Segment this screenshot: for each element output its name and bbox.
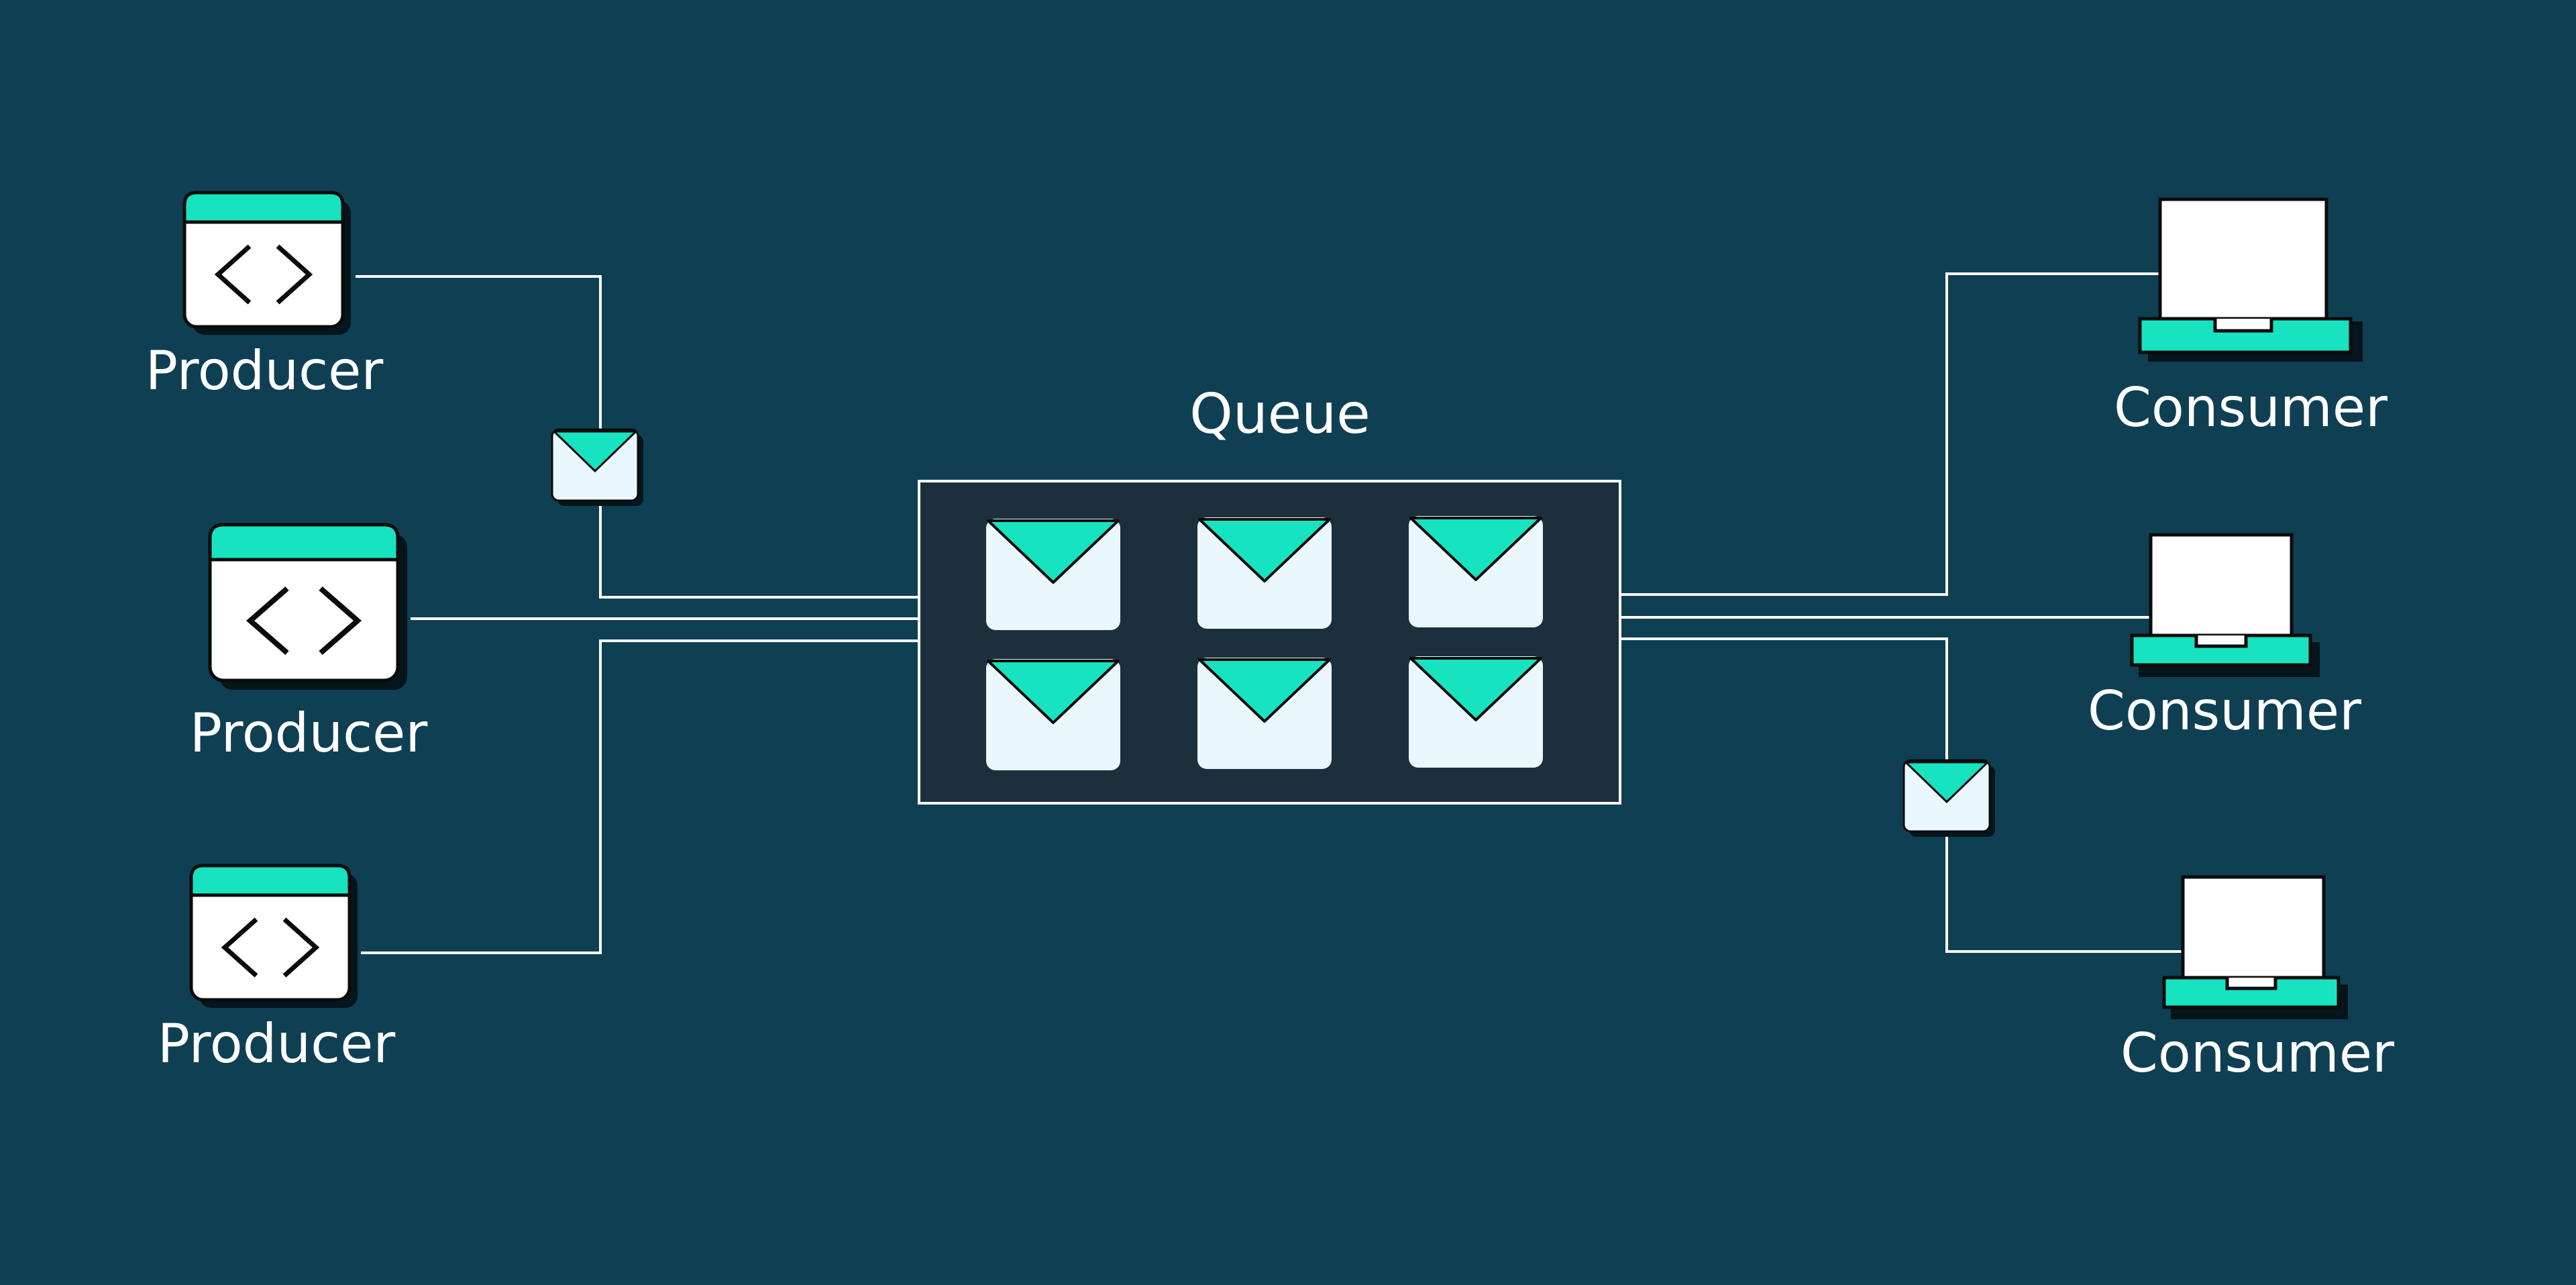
producer-2: Producer xyxy=(190,523,428,764)
connector-producer-3-to-queue xyxy=(361,639,919,954)
consumer-3: Consumer xyxy=(2121,875,2394,1084)
queued-message xyxy=(1197,658,1332,769)
queued-message xyxy=(1409,656,1543,768)
queued-message xyxy=(986,519,1120,630)
queue-messages xyxy=(986,516,1543,770)
code-window-icon xyxy=(189,864,358,1008)
producer-3: Producer xyxy=(158,864,396,1075)
queue-label: Queue xyxy=(1189,382,1370,446)
producer-label: Producer xyxy=(190,702,428,764)
code-window-icon xyxy=(208,523,407,690)
code-window-icon xyxy=(182,191,351,335)
connector-queue-to-consumer-1 xyxy=(1620,272,2163,596)
queued-message xyxy=(1409,516,1543,627)
consumer-label: Consumer xyxy=(2121,1022,2394,1084)
consumer-label: Consumer xyxy=(2088,680,2361,742)
producer-1: Producer xyxy=(146,191,384,402)
producer-label: Producer xyxy=(158,1013,396,1075)
laptop-icon xyxy=(2138,197,2363,362)
envelope-icon xyxy=(551,428,643,506)
producer-label: Producer xyxy=(146,340,384,402)
queued-message xyxy=(1197,517,1332,629)
consumer-2: Consumer xyxy=(2088,533,2361,742)
consumer-1: Consumer xyxy=(2114,197,2387,439)
queue: Queue xyxy=(918,382,1621,805)
laptop-icon xyxy=(2130,533,2320,677)
envelope-icon xyxy=(1902,759,1995,837)
queued-message xyxy=(986,659,1120,770)
laptop-icon xyxy=(2162,875,2348,1019)
consumer-label: Consumer xyxy=(2114,376,2387,439)
